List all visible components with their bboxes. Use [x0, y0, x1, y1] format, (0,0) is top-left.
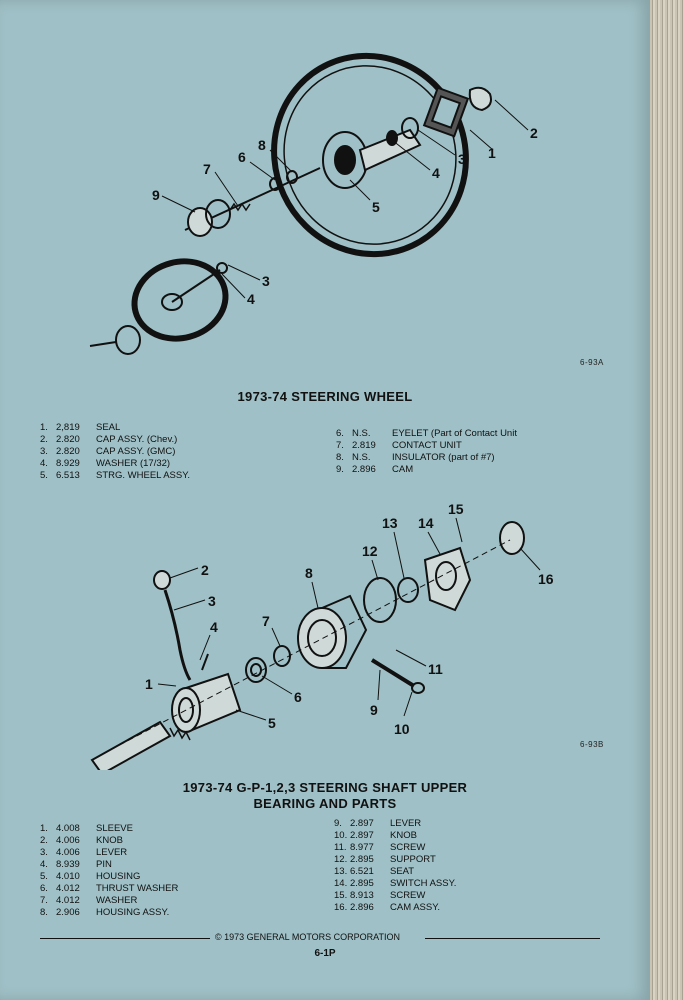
callout-1: 1 — [488, 145, 496, 161]
callout-7: 7 — [262, 613, 270, 629]
figure1-callouts: 1 2 3 4 5 6 7 8 9 3 4 — [152, 125, 538, 307]
copyright: © 1973 GENERAL MOTORS CORPORATION — [215, 932, 401, 942]
figure1-title: 1973-74 STEERING WHEEL — [237, 389, 413, 404]
figure-steering-wheel: 1 2 3 4 5 6 7 8 9 3 4 6-93A — [0, 0, 650, 380]
footer-rule-left — [40, 938, 210, 939]
callout-4: 4 — [432, 165, 440, 181]
page-number: 6-1P — [314, 948, 336, 959]
footer-rule-right — [425, 938, 600, 939]
callout-15: 15 — [448, 501, 464, 517]
callout-16: 16 — [538, 571, 554, 587]
steering-shaft-diagram: 1 2 3 4 5 6 7 8 9 10 11 12 13 14 15 16 — [90, 501, 554, 770]
callout-6: 6 — [238, 149, 246, 165]
figure2-code: 6-93B — [580, 740, 604, 749]
callout-3: 3 — [458, 151, 466, 167]
callout-4: 4 — [210, 619, 218, 635]
figure2-title-line1: 1973-74 G-P-1,2,3 STEERING SHAFT UPPER — [182, 780, 468, 795]
figure1-parts-right: 6.N.S.EYELET (Part of Contact Unit 7.2.8… — [336, 428, 517, 476]
figure2-callouts: 1 2 3 4 5 6 7 8 9 10 11 12 13 14 15 16 — [145, 501, 554, 737]
callout-9: 9 — [370, 702, 378, 718]
figure2-title-line2: BEARING AND PARTS — [253, 796, 397, 811]
callout-14: 14 — [418, 515, 434, 531]
callout-5: 5 — [268, 715, 276, 731]
callout-7: 7 — [203, 161, 211, 177]
callout-9: 9 — [152, 187, 160, 203]
callout-13: 13 — [382, 515, 398, 531]
callout-6: 6 — [294, 689, 302, 705]
callout-10: 10 — [394, 721, 410, 737]
page-stack-edge — [650, 0, 684, 1000]
manual-page: 1 2 3 4 5 6 7 8 9 3 4 6-93A 1973-74 STEE… — [0, 0, 650, 1000]
callout-8: 8 — [258, 137, 266, 153]
steering-wheel-diagram: 1 2 3 4 5 6 7 8 9 3 4 — [89, 52, 538, 355]
callout-2: 2 — [530, 125, 538, 141]
callout-2: 2 — [201, 562, 209, 578]
part-row: 8.N.S.INSULATOR (part of #7) — [336, 452, 495, 463]
part-row: 6.N.S.EYELET (Part of Contact Unit — [336, 428, 517, 439]
callout-5: 5 — [372, 199, 380, 215]
callout-8: 8 — [305, 565, 313, 581]
callout-1: 1 — [145, 676, 153, 692]
callout-3: 3 — [208, 593, 216, 609]
callout-11: 11 — [428, 661, 443, 677]
callout-12: 12 — [362, 543, 378, 559]
callout-4b: 4 — [247, 291, 255, 307]
callout-3b: 3 — [262, 273, 270, 289]
figure1-code: 6-93A — [580, 358, 604, 367]
figure-steering-shaft: 1 2 3 4 5 6 7 8 9 10 11 12 13 14 15 16 6… — [0, 490, 650, 770]
